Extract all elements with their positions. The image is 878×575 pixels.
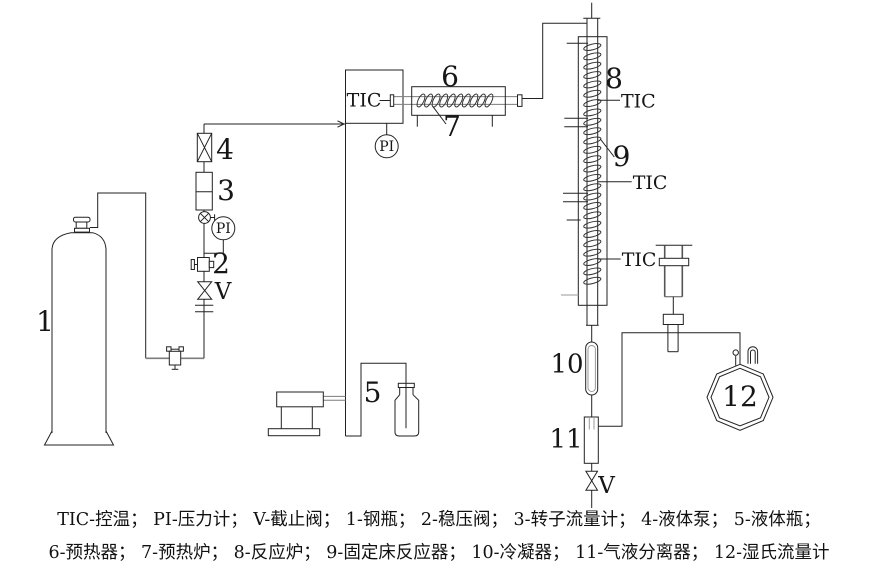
reaction-furnace: 8	[561, 36, 623, 306]
inline-filter	[166, 346, 184, 370]
liquid-feed-line	[345, 123, 407, 437]
pi-label: PI	[379, 139, 394, 155]
shutoff-valve-feed: V	[196, 279, 232, 305]
gas-cylinder: 1	[36, 216, 115, 446]
legend-line-1: TIC-控温； PI-压力计； V-截止阀； 1-钢瓶； 2-稳压阀； 3-转子…	[57, 510, 821, 530]
pump-stand	[267, 391, 346, 437]
pressure-regulator: 2	[190, 247, 230, 280]
reactor-coil	[583, 43, 602, 285]
liquid-pump: 4	[196, 132, 234, 166]
pressure-gauge-feed: PI	[204, 216, 236, 254]
separator-label: 11	[549, 425, 582, 455]
tic-label: TIC	[621, 91, 656, 113]
pressure-gauge-preheater: PI	[374, 123, 399, 159]
valve-label: V	[214, 279, 232, 305]
tic-label: TIC	[347, 90, 382, 112]
preheat-furnace-label: 7	[443, 110, 461, 143]
wet-flow-meter-label: 12	[722, 380, 758, 413]
feed-column-line	[195, 120, 346, 359]
preheater-tube	[389, 22, 587, 107]
rotameter-label: 3	[217, 174, 235, 207]
flow-arrow	[337, 120, 346, 128]
tic-label: TIC	[633, 172, 668, 194]
gas-liquid-separator: 11	[549, 416, 599, 472]
wet-gas-flow-meter: 12	[706, 346, 774, 431]
preheat-furnace: 6 7	[411, 60, 506, 143]
liquid-bottle: 5	[364, 376, 420, 437]
reaction-furnace-label: 8	[605, 62, 623, 95]
cylinder-label: 1	[36, 305, 54, 338]
tic-label: TIC	[622, 249, 657, 271]
regulator-label: 2	[212, 247, 230, 280]
bottle-label: 5	[364, 376, 382, 409]
cylinder-outlet-line	[89, 192, 204, 360]
fixed-bed-reactor-label: 9	[613, 140, 631, 173]
pi-label: PI	[216, 221, 231, 237]
preheater-coil	[416, 93, 494, 108]
preheater-label: 6	[441, 60, 459, 93]
valve-label: V	[597, 473, 615, 499]
shutoff-valve-outlet: V	[585, 470, 615, 508]
needle-valve	[198, 211, 216, 224]
rotameter: 3	[195, 171, 235, 211]
offgas-line	[598, 332, 741, 427]
legend-line-2: 6-预热器； 7-预热炉； 8-反应炉； 9-固定床反应器； 10-冷凝器； 1…	[48, 543, 830, 563]
gas-sampler	[655, 244, 693, 353]
condenser: 10	[550, 341, 599, 417]
reactor-instrument-labels: TIC TIC TIC 9	[597, 91, 668, 271]
pump-label: 4	[216, 133, 234, 166]
condenser-label: 10	[550, 350, 583, 380]
